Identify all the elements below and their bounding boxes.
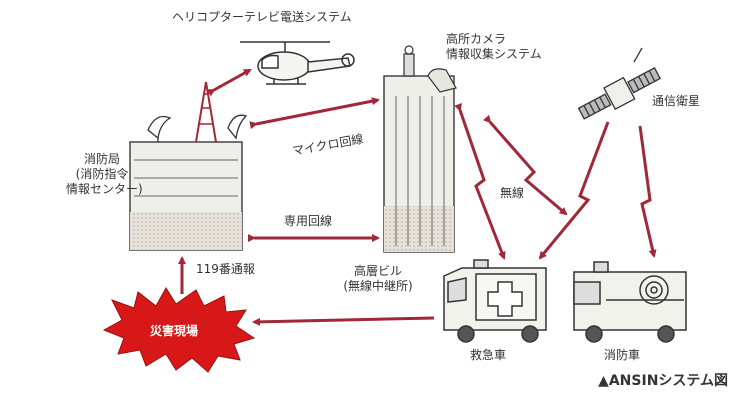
arrow-camera-fireengine — [483, 114, 568, 216]
fire-engine-icon — [573, 261, 687, 343]
arrow-microwave — [249, 97, 380, 130]
high-building-line-2: (無線中継所) — [343, 279, 413, 293]
radio-label: 無線 — [500, 186, 525, 200]
arrows — [178, 68, 657, 326]
arrow-camera-ambulance — [454, 103, 506, 260]
camera-system-line-2: 情報収集システム — [446, 47, 542, 61]
fire-hq-label: 消防局 (消防指令 情報センター) — [66, 152, 143, 197]
satellite-icon — [577, 47, 662, 120]
heli-system-label: ヘリコプターテレビ電送システム — [172, 10, 352, 24]
high-building-line-1: 高層ビル — [353, 264, 402, 278]
camera-system-line-1: 高所カメラ — [446, 32, 507, 46]
arrow-sat-fireengine — [638, 125, 657, 258]
high-building-icon — [383, 45, 457, 253]
fire-hq-building-icon — [129, 81, 248, 251]
ambulance-label: 救急車 — [470, 348, 507, 362]
disaster-label: 災害現場 — [150, 324, 199, 338]
fire-hq-line-2: (消防指令 — [75, 167, 129, 181]
ambulance-icon — [443, 259, 547, 343]
arrow-tower-heli — [206, 68, 252, 97]
disaster-burst-icon — [102, 287, 256, 373]
fire-hq-line-3: 情報センター) — [66, 182, 143, 196]
diagram-caption: ▲ANSINシステム図 — [598, 373, 728, 389]
satellite-label: 通信衛星 — [652, 94, 701, 108]
emergency-call-label: 119番通報 — [196, 262, 255, 276]
fire-engine-label: 消防車 — [604, 348, 641, 362]
high-building-label: 高層ビル (無線中継所) — [332, 264, 424, 294]
fire-hq-line-1: 消防局 — [83, 152, 120, 166]
camera-system-label: 高所カメラ 情報収集システム — [446, 32, 542, 62]
phone-line-label: 専用回線 — [284, 214, 333, 228]
helicopter-icon — [240, 41, 355, 85]
arrow-ambulance-disaster — [252, 316, 435, 326]
arrow-sat-ambulance — [538, 121, 610, 260]
